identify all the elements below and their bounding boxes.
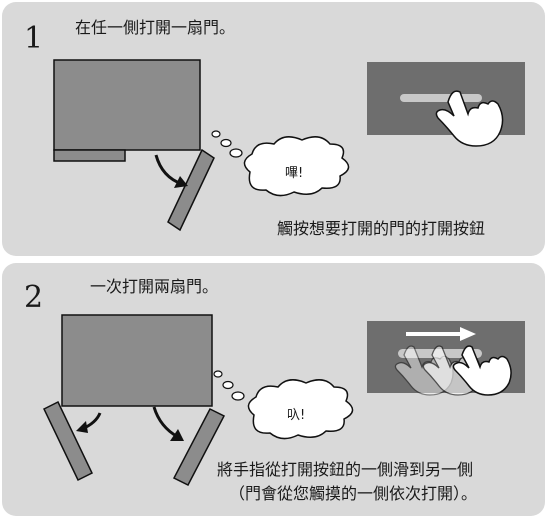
step-1-number: 1 [24,21,44,56]
open-button [400,94,482,102]
right-door-swing-arrow [152,406,179,439]
right-door-swing-arrowhead [170,429,184,441]
fridge-body [53,59,201,151]
step-2-caption-line1: 將手指從打開按鈕的一側滑到另一側 [217,460,474,479]
speech-cloud [243,136,350,197]
step-2-illustration [43,314,525,487]
step-2-caption-line2: （門會從您觸摸的一側依次打開）。 [229,484,478,503]
beep-sound-text: 嗶! [285,166,304,181]
fridge-body [61,314,213,407]
door-swing-arrow [154,154,183,186]
fridge-right-door-open [172,407,226,487]
step-1-caption: 觸按想要打開的門的打開按鈕 [277,219,486,238]
step-1-title: 在任一側打開一扇門。 [75,18,236,37]
hand-icon [452,345,512,396]
beep-sound-text: 叺! [287,408,306,423]
fridge-right-door-open [167,148,215,232]
speech-cloud [247,379,354,440]
slide-arrow-head [460,327,476,341]
fridge-left-door-open [43,400,93,482]
thought-dot [229,148,243,158]
thought-dot [220,138,232,148]
thought-dot [231,391,245,401]
step-1-illustration [53,59,525,232]
thought-dot [211,130,221,138]
door-swing-arrowhead [174,176,188,188]
thought-dot [213,370,223,378]
left-door-swing-arrowhead [76,421,88,433]
step-2-number: 2 [24,280,44,315]
step-1-panel: 1 在任一側打開一扇門。 嗶! 觸按想要打開的門的打開按鈕 [2,2,545,256]
slide-arrow-shaft [406,332,462,336]
fridge-left-door [53,149,126,162]
step-2-panel: 2 一次打開兩扇門。 [2,263,545,516]
step-2-title: 一次打開兩扇門。 [90,277,219,296]
thought-dot [222,380,234,390]
hand-icon [435,90,504,147]
